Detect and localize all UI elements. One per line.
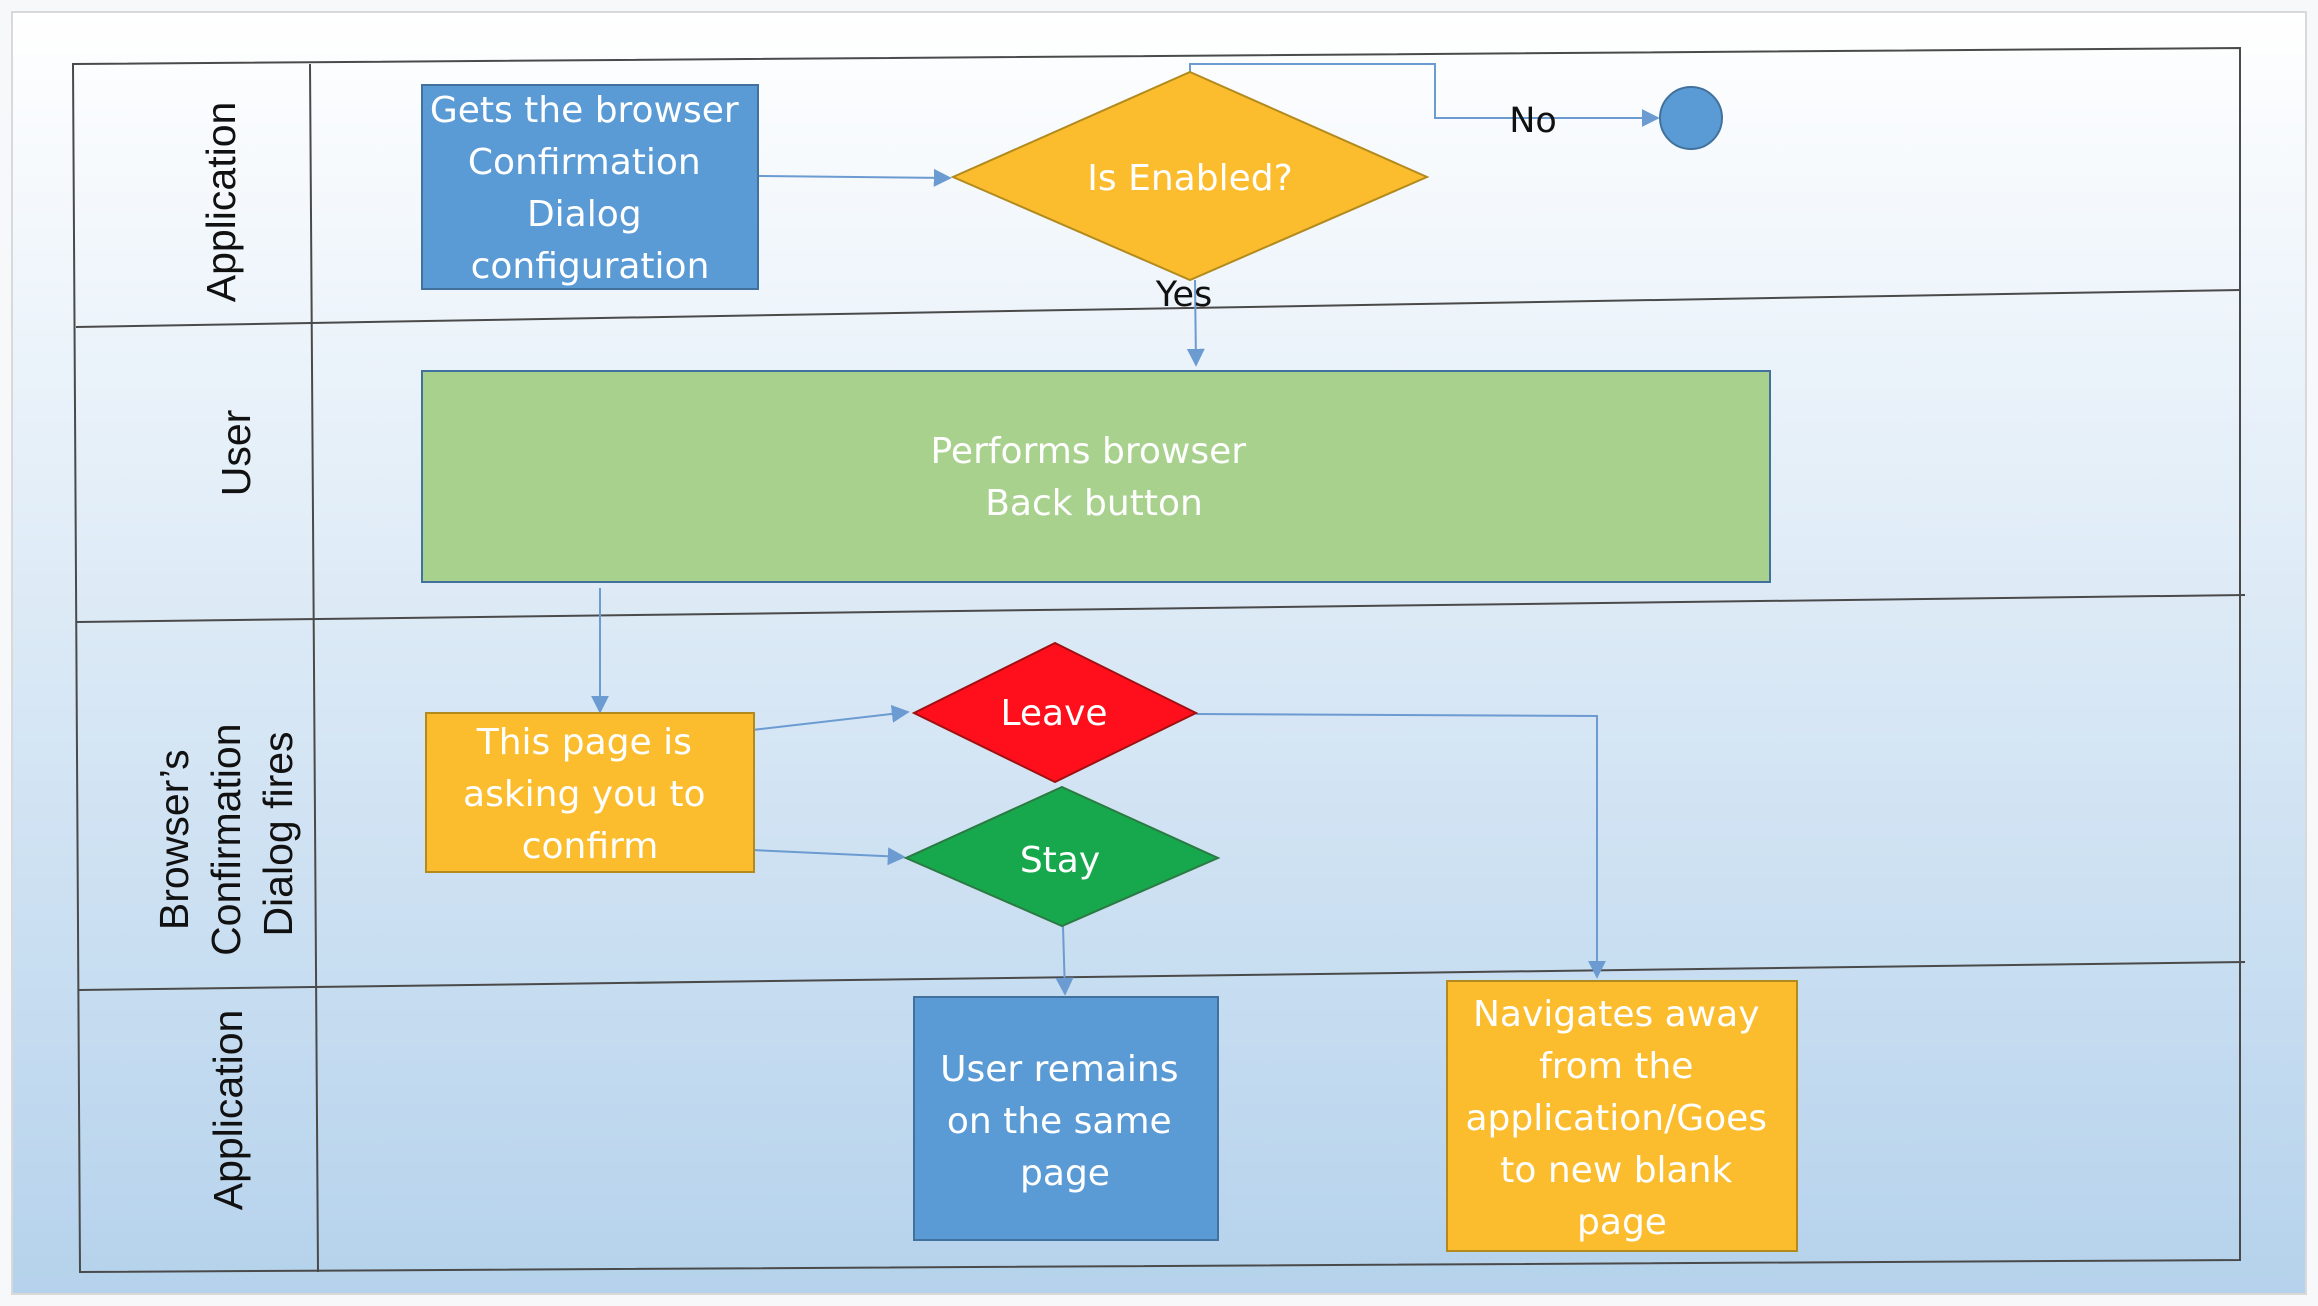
node-end [1659,86,1723,150]
node-navigate-away: Navigates away from the application/Goes… [1446,980,1798,1252]
node-label: Gets the browser Confirmation Dialog con… [430,90,750,287]
node-label-line: User remains [940,1049,1178,1090]
lane-grid [71,46,2246,1274]
node-label-line: Performs browser [931,431,1247,472]
node-shape [913,996,1219,1241]
node-label: Is Enabled? [1087,158,1292,199]
lane-label-text: Application [198,102,244,303]
lane-divider-3 [78,961,2246,991]
node-label-line: Gets the browser [430,90,739,131]
edge-stay-to-same-page [1055,925,1074,996]
node-label-line: asking you to [463,774,706,815]
connectors [591,63,1660,996]
lane-label-line: Application [205,1010,251,1211]
node-label: Stay [1020,840,1100,881]
lane-label-text: Browser’s [151,749,197,930]
edge-prompt-to-leave [751,704,910,731]
lane-label-text: Application [205,1010,251,1211]
edge-prompt-to-stay [751,847,906,866]
node-leave: Leave [911,641,1199,784]
node-label-line: Confirmation [468,142,701,183]
lane-label-application-top: Application [198,102,244,303]
node-label-line: Leave [1000,693,1107,734]
edge-label-yes: Yes [1155,275,1213,315]
edge-label-no: No [1509,101,1557,141]
node-shape [425,712,755,873]
edge-enabled-no-to-end [1189,63,1660,127]
node-label-line: to new blank [1500,1150,1732,1191]
node-same-page: User remains on the same page [913,996,1219,1241]
end-circle [1659,86,1723,150]
node-label: User remains on the same page [940,1049,1190,1194]
node-is-enabled: Is Enabled? [950,70,1430,282]
node-label-line: page [1577,1202,1667,1243]
node-label-line: Dialog [527,194,642,235]
lane-divider-1 [75,289,2241,328]
edge-enabled-yes-to-back [1186,279,1205,367]
node-confirm-prompt: This page is asking you to confirm [425,712,755,873]
node-label-line: configuration [471,246,710,287]
edge-labels: No Yes [1155,101,1557,315]
lane-label-text: User [213,410,259,497]
lane-header-divider [309,63,319,1273]
node-shape [950,70,1430,282]
lane-label-browser-dialog: Browser’s Confirmation Dialog fires [151,712,301,956]
node-label: This page is asking you to confirm [463,722,717,867]
node-label-line: from the [1539,1046,1693,1087]
node-label-line: Is Enabled? [1087,158,1292,199]
lane-label-text: Dialog fires [255,731,301,936]
lane-label-text: Confirmation [203,723,249,955]
node-label-line: confirm [522,826,659,867]
node-shape [421,370,1771,583]
lane-label-line: Browser’s Confirmation Dialog fires [151,712,301,956]
node-label-line: page [1020,1153,1110,1194]
node-label: Performs browser Back button [931,431,1258,524]
node-label-line: application/Goes [1466,1098,1768,1139]
node-get-config: Gets the browser Confirmation Dialog con… [421,84,759,290]
node-label-line: Navigates away [1473,994,1760,1035]
lane-divider-2 [76,594,2246,623]
node-label-line: on the same [947,1101,1172,1142]
node-shape [903,785,1221,928]
lane-label-line: Application [198,102,244,303]
node-back-button: Performs browser Back button [421,370,1771,583]
pool-border [71,46,2241,1274]
node-label-line: Stay [1020,840,1100,881]
node-stay: Stay [903,785,1221,928]
node-label-line: This page is [476,722,692,763]
edge-leave-to-navigate [1195,713,1606,979]
node-shape [911,641,1199,784]
lane-label-user: User [213,410,259,497]
node-label: Leave [1000,693,1107,734]
lane-label-line: User [213,410,259,497]
edge-config-to-enabled [757,168,952,187]
node-shape [1446,980,1798,1252]
lane-label-application-bottom: Application [205,1010,251,1211]
node-label-line: Back button [985,483,1203,524]
node-label: Navigates away from the application/Goes… [1466,994,1779,1243]
node-shape [421,84,759,290]
